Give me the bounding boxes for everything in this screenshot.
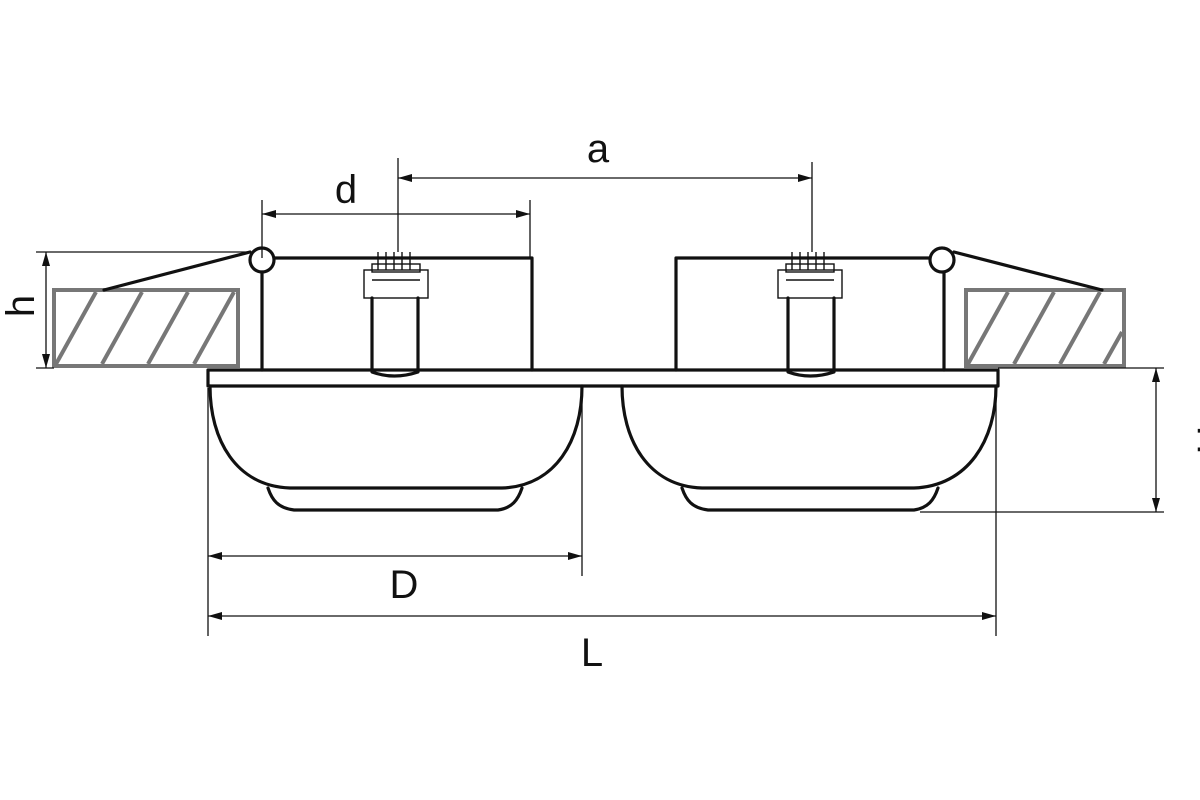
label-D: D xyxy=(390,563,419,607)
lamp-bowl-left xyxy=(208,384,584,512)
ceiling-right xyxy=(964,288,1126,368)
lamp-bowl-right xyxy=(620,384,998,512)
label-L: L xyxy=(581,631,603,675)
housing-right xyxy=(674,256,946,372)
mounting-plate xyxy=(206,368,1000,388)
label-d: d xyxy=(335,168,357,212)
label-h: h xyxy=(0,295,43,317)
spring-clip-right xyxy=(928,246,1104,292)
ceiling-left xyxy=(52,288,240,368)
housing-left xyxy=(260,256,534,372)
extension-lines xyxy=(36,158,1164,636)
label-H: H xyxy=(1189,426,1200,455)
socket-left xyxy=(363,252,429,378)
spring-clip-left xyxy=(102,246,276,292)
label-a: a xyxy=(587,127,610,171)
socket-right xyxy=(777,252,843,378)
